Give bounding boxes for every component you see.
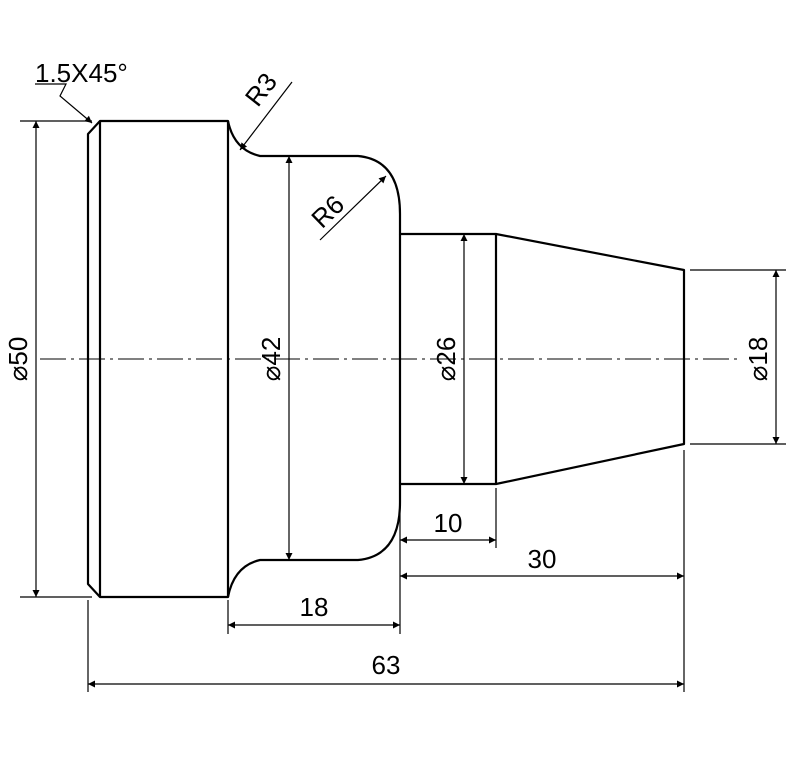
- length-dimensions: [88, 536, 684, 688]
- dia26-label: ⌀26: [431, 337, 461, 382]
- len10-label: 10: [434, 508, 463, 538]
- dia42-label: ⌀42: [256, 337, 286, 382]
- chamfer-label: 1.5X45°: [35, 58, 128, 88]
- len63-label: 63: [372, 650, 401, 680]
- len30-label: 30: [528, 544, 557, 574]
- r6-leader: [319, 175, 387, 241]
- r3-label: R3: [239, 67, 283, 112]
- chamfer-leader: [35, 83, 93, 124]
- extension-lines: [20, 120, 786, 692]
- r6-label: R6: [305, 189, 350, 234]
- dia50-label: ⌀50: [3, 337, 33, 382]
- dia18-label: ⌀18: [743, 337, 773, 382]
- r3-leader: [239, 81, 293, 151]
- leader-lines: [35, 81, 387, 241]
- dimension-labels: 1.5X45° R3 R6 ⌀50 ⌀42 ⌀26 ⌀18 10 30 18 6…: [3, 58, 773, 680]
- diameter-dimensions: [32, 121, 780, 597]
- len18-label: 18: [300, 592, 329, 622]
